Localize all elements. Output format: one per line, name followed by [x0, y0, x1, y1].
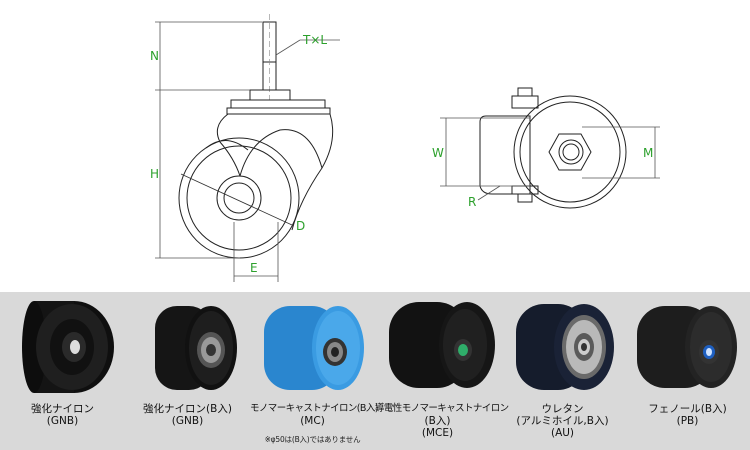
wheel-code: (AU)	[550, 427, 575, 439]
wheel-option: (B入)	[424, 415, 451, 427]
wheel-code: (PB)	[676, 415, 699, 427]
wheel-card-mc: モノマーキャストナイロン(B入) (MC) ※φ50は(B入)ではありません	[250, 292, 378, 450]
wheel-code: (MC)	[300, 415, 325, 427]
wheel-card-gnb: 強化ナイロン (GNB)	[0, 292, 125, 450]
wheel-image	[264, 306, 364, 390]
wheel-note: ※φ50は(B入)ではありません	[264, 435, 361, 444]
wheel-card-gnb-bearing: 強化ナイロン(B入) (GNB)	[125, 292, 250, 450]
dim-label-txl: T×L	[302, 33, 327, 47]
wheel-image	[516, 304, 614, 390]
dim-label-m: M	[643, 146, 653, 160]
dim-label-e: E	[250, 261, 258, 275]
dim-label-d: D	[296, 219, 305, 233]
wheel-code: (GNB)	[46, 415, 79, 427]
dim-label-r: R	[468, 195, 476, 209]
wheel-name: 強化ナイロン(B入)	[143, 403, 232, 415]
wheel-card-au: ウレタン (アルミホイル,B入) (AU)	[500, 292, 625, 450]
top-view: W M R	[432, 87, 660, 209]
wheel-image	[389, 302, 495, 388]
wheel-name: モノマーキャストナイロン(B入)	[250, 403, 378, 414]
dim-label-h: H	[150, 167, 159, 181]
wheel-image	[637, 306, 737, 388]
dim-label-n: N	[150, 49, 159, 63]
wheel-types-panel: 強化ナイロン (GNB) 強化ナイロン(B入) (GNB)	[0, 292, 750, 450]
dim-label-w: W	[432, 146, 444, 160]
wheel-image	[155, 306, 237, 390]
wheel-code: (GNB)	[171, 415, 204, 427]
wheel-card-pb: フェノール(B入) (PB)	[625, 292, 750, 450]
wheel-name: 導電性モノマーキャストナイロン	[375, 403, 509, 414]
wheel-option: (アルミホイル,B入)	[516, 415, 609, 427]
wheel-card-mce: 導電性モノマーキャストナイロン (B入) (MCE)	[375, 292, 509, 450]
wheel-image	[22, 301, 114, 393]
caster-technical-drawing: N T×L H D E	[150, 14, 660, 282]
wheel-name: 強化ナイロン	[31, 403, 94, 415]
side-view: N T×L H D E	[150, 14, 340, 282]
wheel-name: フェノール(B入)	[648, 403, 727, 415]
wheel-code: (MCE)	[421, 427, 454, 439]
wheel-name: ウレタン	[541, 403, 584, 415]
